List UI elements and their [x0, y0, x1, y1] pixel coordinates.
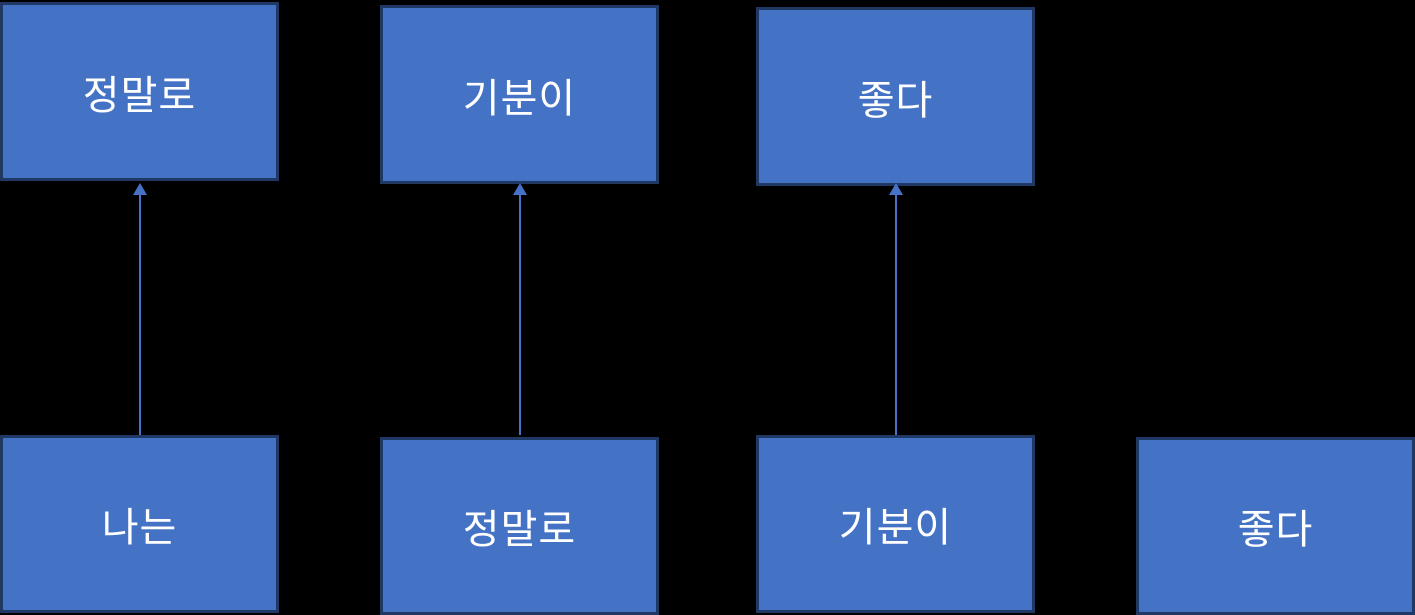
bottom-word-box-3: 기분이 [756, 435, 1035, 613]
top-word-label-1: 정말로 [82, 73, 197, 118]
bottom-word-box-4: 좋다 [1136, 437, 1415, 615]
bottom-word-box-1: 나는 [0, 435, 279, 613]
arrow-head-icon [133, 183, 147, 195]
up-arrow-1 [133, 183, 147, 435]
top-word-box-3: 좋다 [756, 7, 1035, 186]
top-word-box-2: 기분이 [380, 5, 659, 184]
bottom-word-label-1: 나는 [101, 506, 178, 550]
top-word-box-1: 정말로 [0, 2, 279, 181]
arrow-head-icon [513, 183, 527, 195]
bottom-word-label-3: 기분이 [838, 506, 953, 550]
bottom-word-label-2: 정말로 [462, 508, 577, 552]
arrow-line [895, 193, 897, 435]
arrow-head-icon [889, 183, 903, 195]
bottom-word-box-2: 정말로 [380, 437, 659, 615]
arrow-line [139, 193, 141, 435]
top-word-label-2: 기분이 [462, 76, 577, 121]
top-word-label-3: 좋다 [857, 78, 934, 123]
up-arrow-3 [889, 183, 903, 435]
bottom-word-label-4: 좋다 [1237, 508, 1314, 552]
arrow-line [519, 193, 521, 435]
up-arrow-2 [513, 183, 527, 435]
